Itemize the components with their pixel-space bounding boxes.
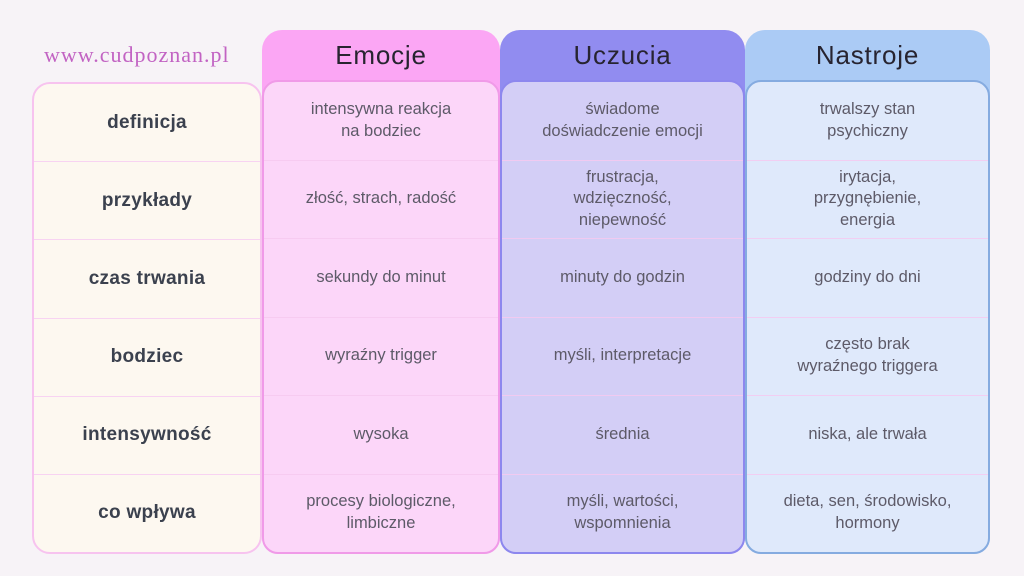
cell-emocje-przyklady: złość, strach, radość — [264, 161, 498, 239]
cell-emocje-bodziec: wyraźny trigger — [264, 318, 498, 396]
cell-emocje-czas-trwania: sekundy do minut — [264, 239, 498, 318]
cell-uczucia-przyklady: frustracja, wdzięczność, niepewność — [502, 161, 743, 239]
comparison-table: definicja przykłady czas trwania bodziec… — [32, 30, 990, 554]
watermark-url: www.cudpoznan.pl — [44, 42, 230, 67]
cell-nastroje-co-wplywa: dieta, sen, środowisko, hormony — [783, 492, 952, 533]
cell-uczucia-intensywnosc: średnia — [502, 396, 743, 475]
cell-uczucia-definicja: świadome doświadczenie emocji — [502, 82, 743, 161]
cell-nastroje-intensywnosc: niska, ale trwała — [747, 396, 988, 475]
cell-emocje-co-wplywa: procesy biologiczne, limbiczne — [306, 492, 456, 533]
column-body-emocje: intensywna reakcja na bodziec złość, str… — [262, 80, 500, 554]
cell-uczucia-co-wplywa: myśli, wartości, wspomnienia — [566, 492, 679, 533]
row-label-przyklady: przykłady — [34, 162, 260, 241]
cell-nastroje-bodziec: często brak wyraźnego triggera — [747, 318, 988, 396]
column-header-uczucia: Uczucia — [573, 39, 672, 70]
column-uczucia: Uczucia świadome doświadczenie emocji fr… — [500, 30, 745, 554]
row-label-co-wplywa: co wpływa — [98, 502, 196, 524]
cell-emocje-definicja: intensywna reakcja na bodziec — [264, 82, 498, 161]
column-header-emocje: Emocje — [335, 39, 427, 70]
cell-uczucia-czas-trwania: minuty do godzin — [502, 239, 743, 318]
column-nastroje: Nastroje trwalszy stan psychiczny irytac… — [745, 30, 990, 554]
row-label-intensywnosc: intensywność — [34, 397, 260, 475]
column-body-uczucia: świadome doświadczenie emocji frustracja… — [500, 80, 745, 554]
row-labels-column: definicja przykłady czas trwania bodziec… — [32, 82, 262, 554]
column-header-nastroje: Nastroje — [815, 39, 920, 70]
cell-nastroje-przyklady: irytacja, przygnębienie, energia — [747, 161, 988, 239]
cell-uczucia-bodziec: myśli, interpretacje — [502, 318, 743, 396]
row-label-definicja: definicja — [34, 84, 260, 163]
cell-nastroje-definicja: trwalszy stan psychiczny — [747, 82, 988, 161]
column-body-nastroje: trwalszy stan psychiczny irytacja, przyg… — [745, 80, 990, 554]
row-label-bodziec: bodziec — [34, 319, 260, 397]
column-emocje: Emocje intensywna reakcja na bodziec zło… — [262, 30, 500, 554]
cell-emocje-intensywnosc: wysoka — [264, 396, 498, 475]
row-label-czas-trwania: czas trwania — [34, 240, 260, 319]
cell-nastroje-czas-trwania: godziny do dni — [747, 239, 988, 318]
